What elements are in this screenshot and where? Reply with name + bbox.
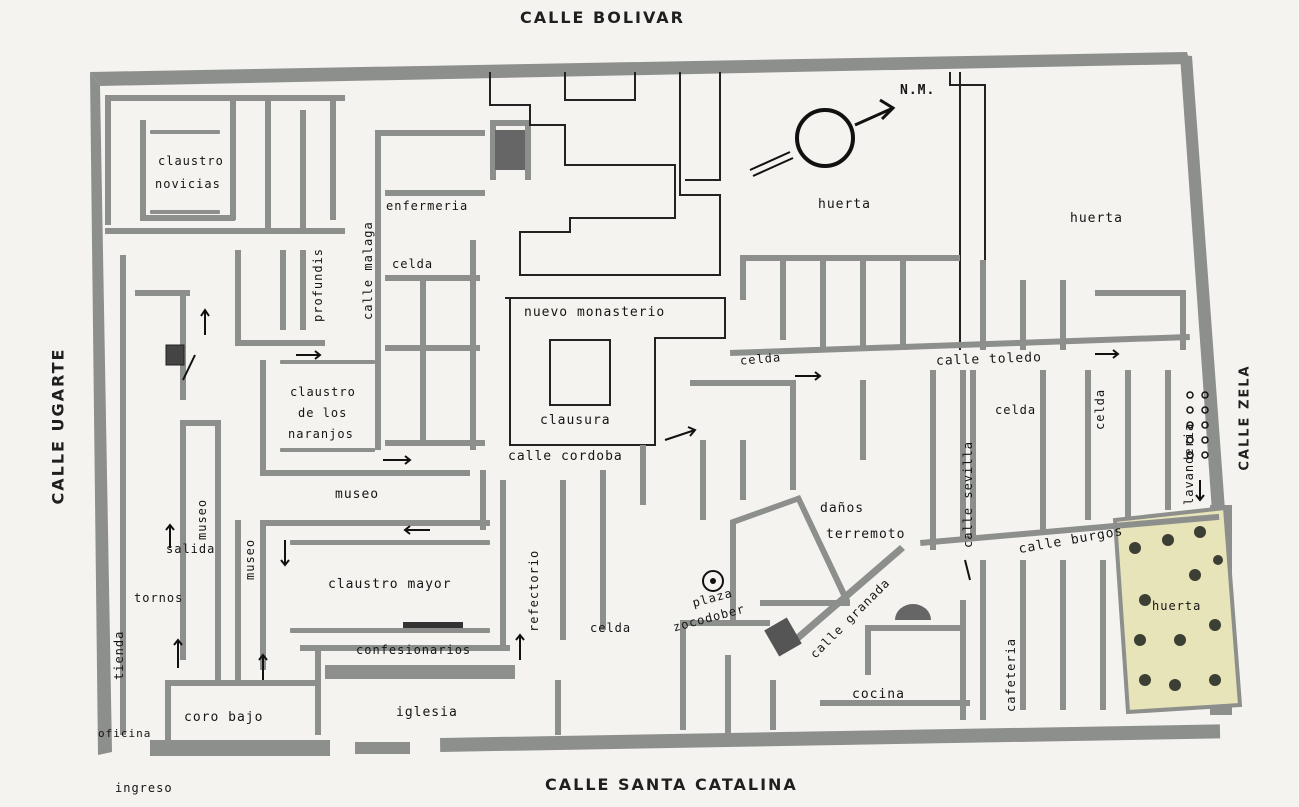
label-calle-toledo: calle toledo — [935, 350, 1043, 369]
label-huerta-2: huerta — [1070, 211, 1123, 226]
street-west: CALLE UGARTE — [48, 347, 68, 505]
label-museo-3: museo — [243, 538, 257, 580]
laundry-basins — [1186, 391, 1209, 459]
label-lavanderia: lavanderia — [1182, 422, 1196, 505]
label-nuevo-monasterio: nuevo monasterio — [524, 305, 666, 320]
plaza-fountain — [702, 570, 724, 592]
nuevo-monasterio-outline — [489, 72, 986, 446]
label-oficina: oficina — [98, 727, 152, 740]
label-iglesia: iglesia — [396, 705, 458, 720]
label-claustro-naranjos-2: de los — [298, 406, 348, 420]
label-huerta-1: huerta — [818, 197, 871, 212]
route-arrows — [165, 308, 1205, 680]
label-confesionarios: confesionarios — [356, 643, 472, 657]
label-danos: daños — [820, 501, 865, 516]
label-claustro-novicias-1: claustro — [158, 154, 224, 168]
stairs-feature — [764, 617, 802, 657]
calle-granada-walls — [730, 495, 905, 645]
street-north: CALLE BOLIVAR — [520, 8, 685, 27]
plaza-fountain-center — [710, 578, 716, 584]
label-celda-1: celda — [392, 257, 434, 271]
compass-rose — [749, 98, 896, 177]
street-east: CALLE ZELA — [1237, 364, 1253, 471]
label-profundis: profundis — [311, 247, 325, 322]
well-feature — [165, 344, 185, 366]
street-south: CALLE SANTA CATALINA — [545, 775, 798, 794]
label-huerta-3: huerta — [1152, 599, 1202, 613]
label-salida: salida — [166, 542, 216, 556]
label-calle-sevilla: calle sevilla — [961, 441, 975, 548]
label-celda-4: celda — [995, 403, 1037, 417]
dome-feature — [895, 604, 931, 620]
garden-plants — [1129, 526, 1223, 691]
label-museo-2: museo — [195, 498, 209, 540]
north-label: N.M. — [900, 83, 936, 98]
label-museo-1: museo — [335, 487, 380, 502]
label-claustro-mayor: claustro mayor — [328, 577, 452, 592]
label-enfermeria: enfermeria — [386, 199, 469, 213]
label-tienda: tienda — [112, 630, 126, 680]
label-calle-malaga: calle malaga — [361, 221, 375, 320]
label-coro-bajo: coro bajo — [184, 710, 264, 725]
label-ingreso: ingreso — [115, 781, 173, 795]
outer-walls — [90, 52, 1232, 756]
label-celda-5: celda — [1093, 388, 1107, 430]
east-walls — [560, 255, 1220, 735]
label-terremoto: terremoto — [826, 527, 906, 542]
label-clausura: clausura — [540, 413, 611, 428]
hatched-room — [495, 130, 525, 170]
label-calle-cordoba: calle cordoba — [508, 449, 623, 464]
label-celda-3: celda — [590, 621, 632, 635]
cloister-columns — [150, 130, 490, 633]
label-cocina: cocina — [852, 687, 905, 702]
label-celda-2: celda — [739, 350, 782, 368]
label-claustro-naranjos-3: naranjos — [288, 427, 354, 441]
label-claustro-naranjos-1: claustro — [290, 385, 356, 399]
label-refectorio: refectorio — [527, 549, 541, 632]
garden-area — [1112, 505, 1243, 715]
label-tornos: tornos — [134, 591, 184, 605]
label-claustro-novicias-2: novicias — [155, 177, 221, 191]
interior-walls — [105, 95, 561, 750]
altar-feature — [403, 622, 463, 632]
label-cafeteria: cafeteria — [1004, 637, 1018, 712]
